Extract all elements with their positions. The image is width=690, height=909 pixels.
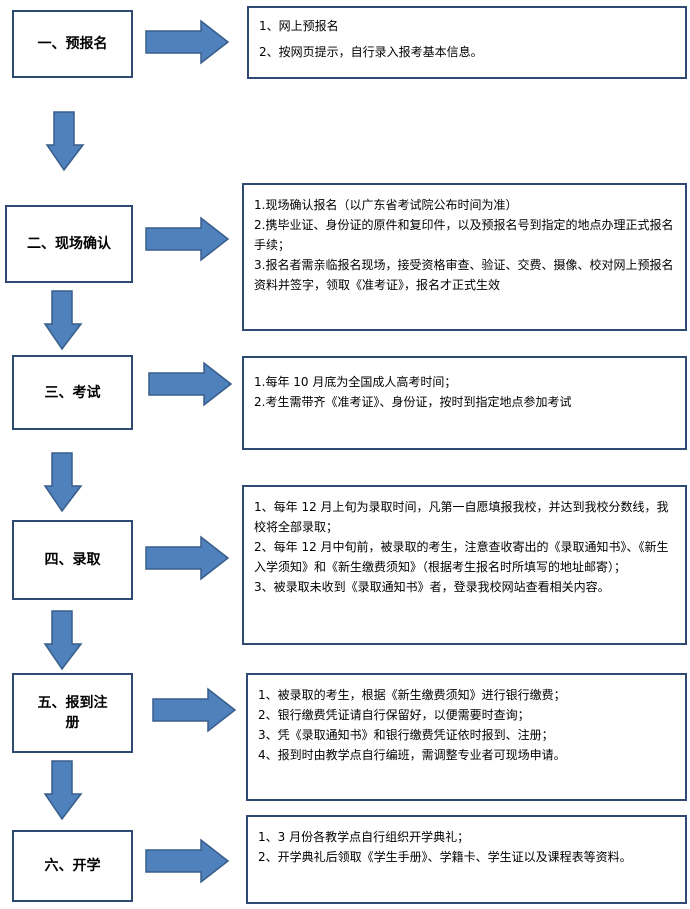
step-3-line-2: 2.考生需带齐《准考证》、身份证，按时到指定地点参加考试 <box>254 395 572 409</box>
right-arrow-icon <box>145 838 230 884</box>
step-2-line-2: 2.携毕业证、身份证的原件和复印件，以及预报名号到指定的地点办理正式报名手续； <box>254 218 674 252</box>
step-5-title-line-1: 五、报到注 <box>37 695 108 711</box>
step-3-title: 三、考试 <box>44 384 101 401</box>
step-2-line-3: 3.报名者需亲临报名现场，接受资格审查、验证、交费、摄像、校对网上预报名资料并签… <box>254 258 674 292</box>
right-arrow-icon <box>148 361 233 407</box>
step-3-description: 1.每年 10 月底为全国成人高考时间； 2.考生需带齐《准考证》、身份证，按时… <box>242 356 687 450</box>
right-arrow-icon <box>152 687 237 733</box>
step-2-box: 二、现场确认 <box>5 205 133 283</box>
step-5-title-line-2: 册 <box>65 715 80 731</box>
step-2-line-1: 1.现场确认报名（以广东省考试院公布时间为准） <box>254 198 518 212</box>
step-6-line-2: 2、开学典礼后领取《学生手册》、学籍卡、学生证以及课程表等资料。 <box>258 850 632 864</box>
down-arrow-icon <box>43 610 83 671</box>
step-4-line-3: 3、被录取未收到《录取通知书》者，登录我校网站查看相关内容。 <box>254 580 610 594</box>
step-5-line-2: 2、银行缴费凭证请自行保留好，以便需要时查询； <box>258 708 530 722</box>
step-1-box: 一、预报名 <box>12 10 133 78</box>
step-5-description: 1、被录取的考生，根据《新生缴费须知》进行银行缴费； 2、银行缴费凭证请自行保留… <box>246 673 687 801</box>
step-2-title: 二、现场确认 <box>27 236 111 252</box>
step-4-line-2: 2、每年 12 月中旬前，被录取的考生，注意查收寄出的《录取通知书》、《新生入学… <box>254 540 669 574</box>
step-6-line-1: 1、3 月份各教学点自行组织开学典礼； <box>258 830 470 844</box>
step-4-title: 四、录取 <box>44 552 101 568</box>
step-1-line-2: 2、按网页提示，自行录入报考基本信息。 <box>259 45 483 59</box>
step-3-box: 三、考试 <box>12 355 133 430</box>
down-arrow-icon <box>43 760 83 821</box>
step-2-description: 1.现场确认报名（以广东省考试院公布时间为准） 2.携毕业证、身份证的原件和复印… <box>242 183 687 331</box>
down-arrow-icon <box>43 452 83 513</box>
step-1-description: 1、网上预报名 2、按网页提示，自行录入报考基本信息。 <box>247 6 687 79</box>
step-4-description: 1、每年 12 月上旬为录取时间，凡第一自愿填报我校，并达到我校分数线，我校将全… <box>242 485 687 645</box>
step-4-box: 四、录取 <box>12 520 133 600</box>
step-5-line-3: 3、凭《录取通知书》和银行缴费凭证依时报到、注册； <box>258 728 554 742</box>
step-5-line-4: 4、报到时由教学点自行编班，需调整专业者可现场申请。 <box>258 748 566 762</box>
step-6-title: 六、开学 <box>44 858 101 874</box>
step-6-description: 1、3 月份各教学点自行组织开学典礼； 2、开学典礼后领取《学生手册》、学籍卡、… <box>246 815 687 904</box>
step-5-line-1: 1、被录取的考生，根据《新生缴费须知》进行银行缴费； <box>258 688 566 702</box>
right-arrow-icon <box>145 535 230 581</box>
step-5-box: 五、报到注 册 <box>12 673 133 753</box>
down-arrow-icon <box>45 111 85 172</box>
step-3-line-1: 1.每年 10 月底为全国成人高考时间； <box>254 375 457 389</box>
step-6-box: 六、开学 <box>12 830 133 902</box>
down-arrow-icon <box>43 290 83 351</box>
step-1-title: 一、预报名 <box>37 36 108 52</box>
step-1-line-1: 1、网上预报名 <box>259 19 339 33</box>
right-arrow-icon <box>145 19 230 65</box>
right-arrow-icon <box>145 216 230 262</box>
step-4-line-1: 1、每年 12 月上旬为录取时间，凡第一自愿填报我校，并达到我校分数线，我校将全… <box>254 500 669 534</box>
